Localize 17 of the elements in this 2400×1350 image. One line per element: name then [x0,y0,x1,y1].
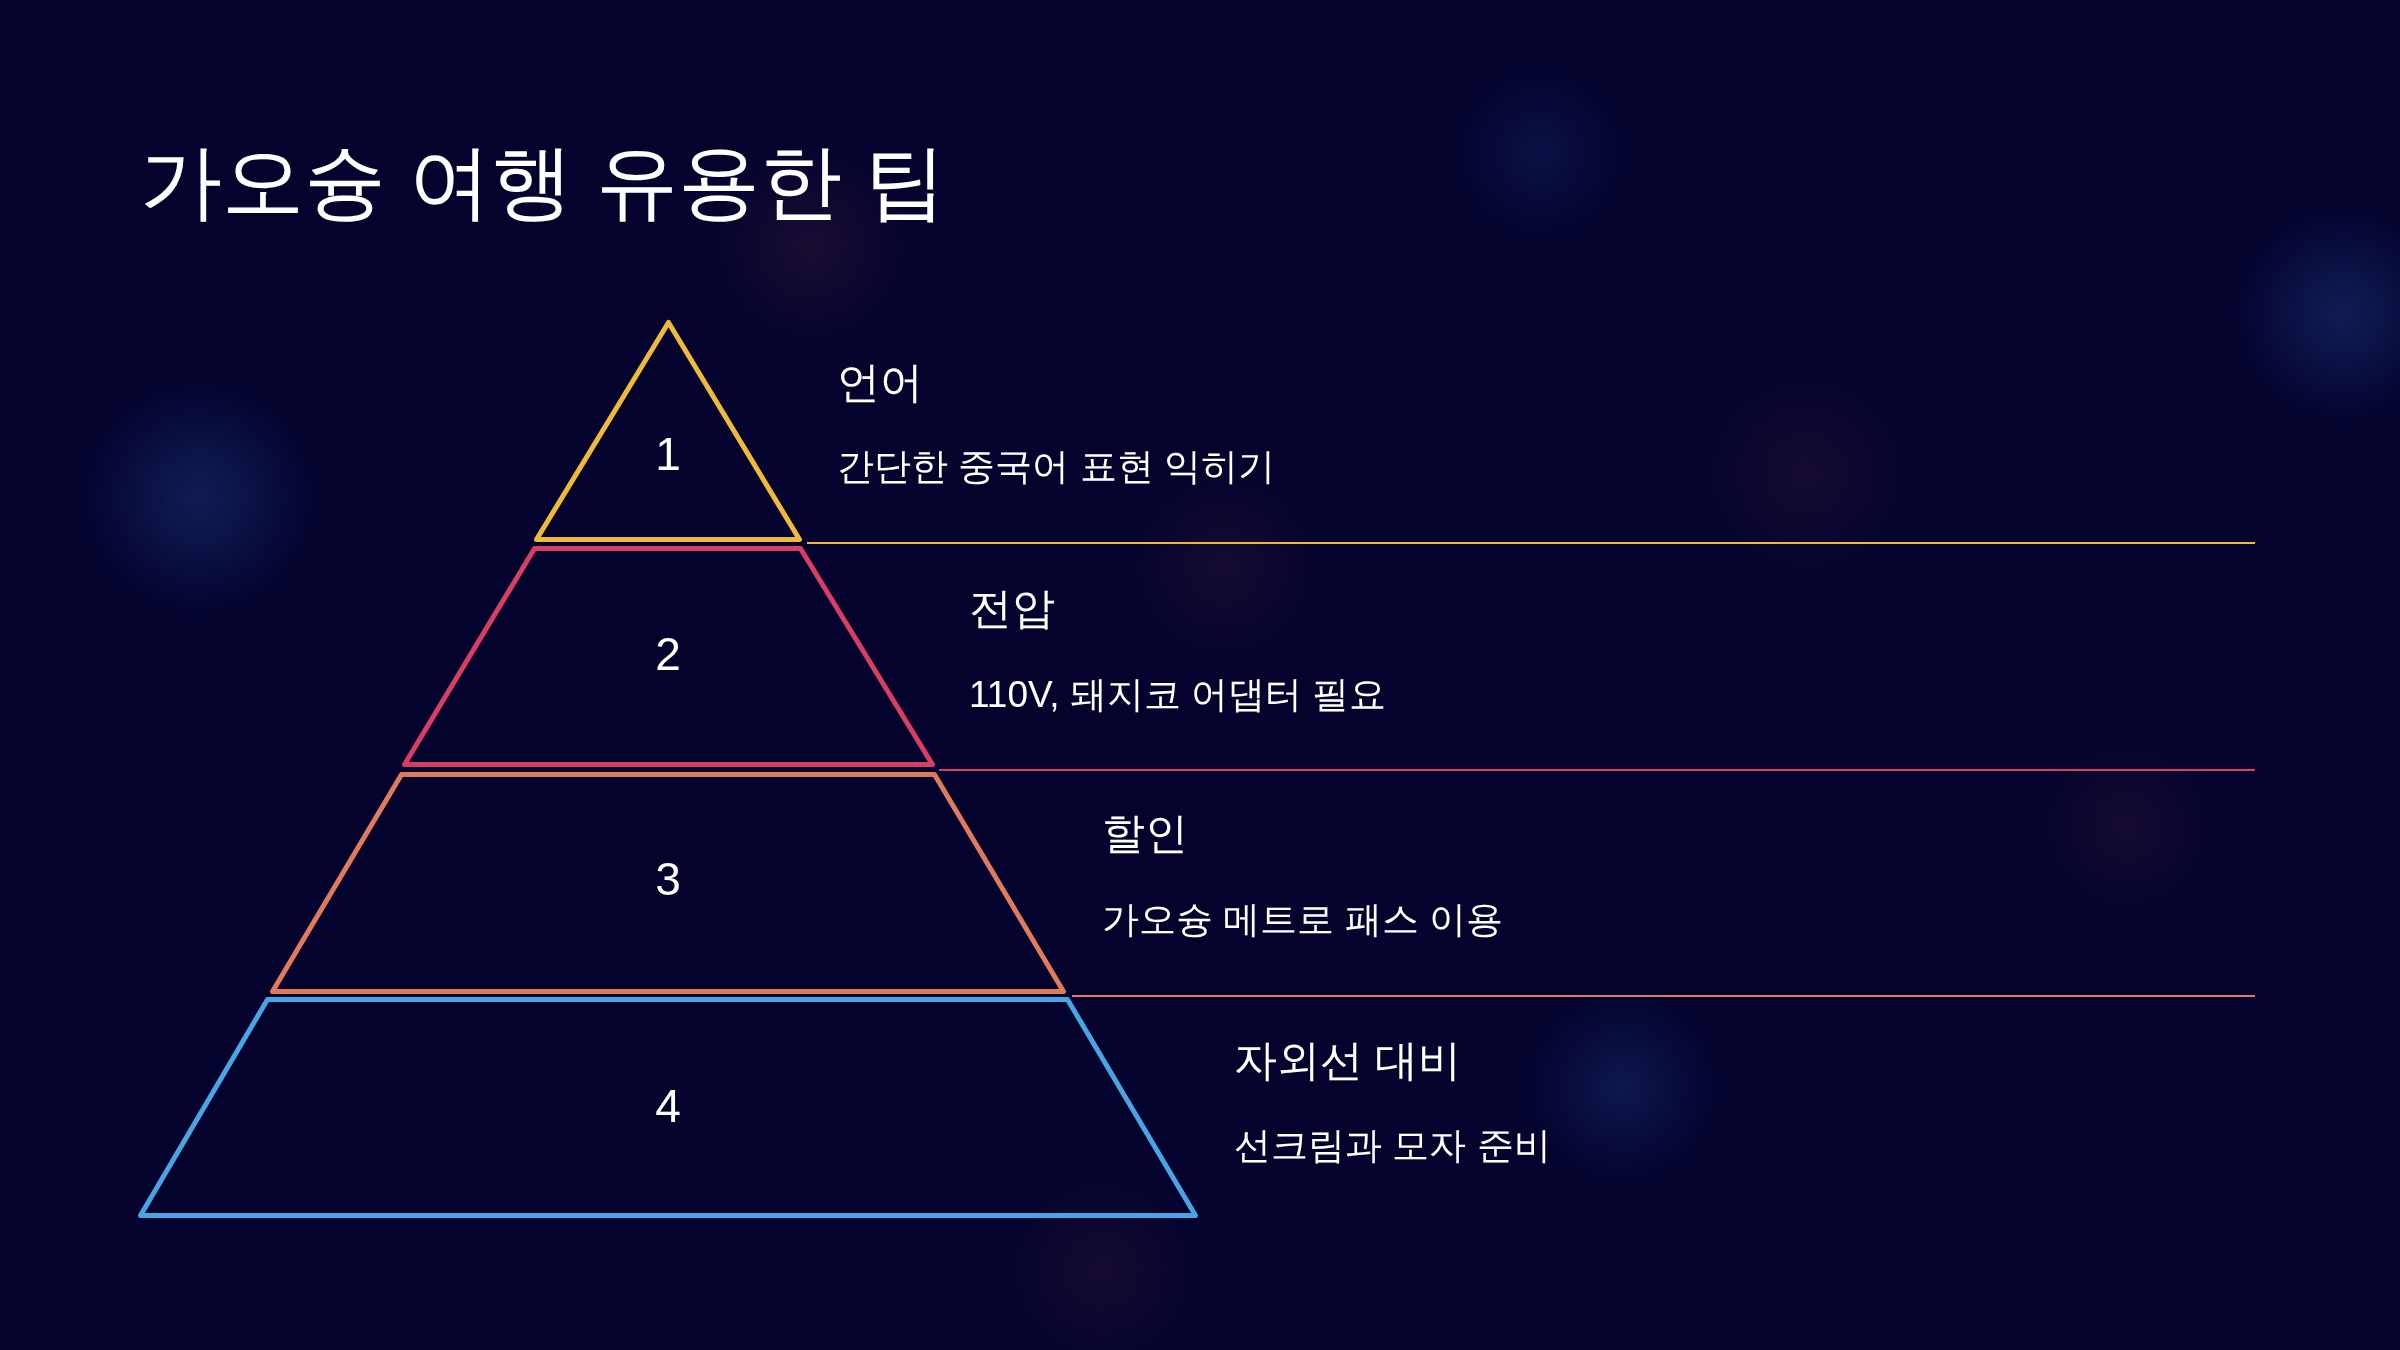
tier-description: 선크림과 모자 준비 [1234,1123,1551,1168]
tier-heading: 할인 [1102,808,1188,860]
tier-heading: 전압 [969,583,1055,635]
tier-description: 가오슝 메트로 패스 이용 [1102,897,1503,942]
pyramid-tier [136,995,1199,1219]
tier-number: 2 [655,627,681,683]
tier-heading: 언어 [837,357,923,409]
pyramid-tier [400,544,936,768]
tier-heading: 자외선 대비 [1234,1035,1461,1087]
pyramid-tier [532,318,803,543]
pyramid-tier [268,770,1067,995]
tier-number: 1 [655,427,681,483]
tier-number: 3 [655,852,681,908]
title: 가오슝 여행 유용한 팁 [140,134,947,229]
tier-description: 간단한 중국어 표현 익히기 [837,444,1275,489]
tier-number: 4 [655,1079,681,1135]
tier-description: 110V, 돼지코 어댑터 필요 [969,672,1387,717]
